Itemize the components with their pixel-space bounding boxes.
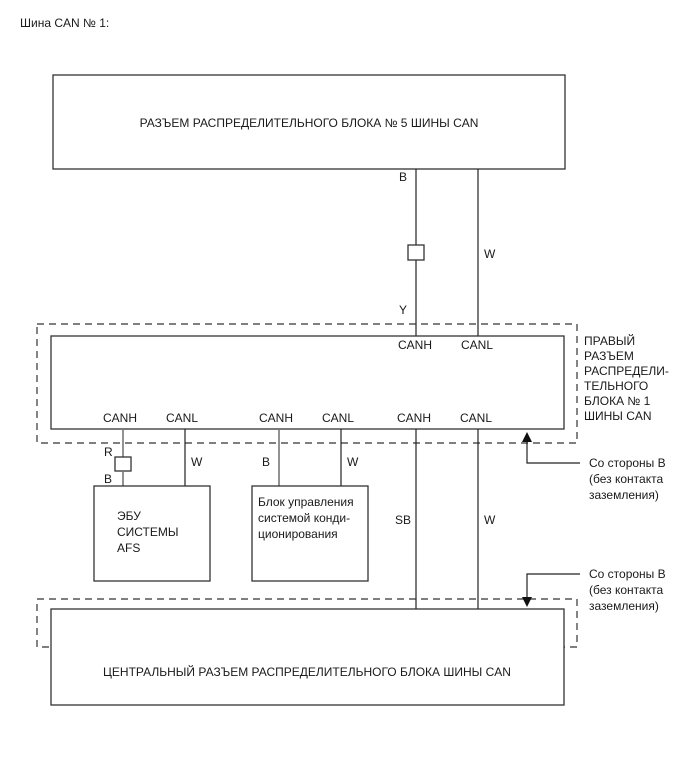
svg-text:Со стороны B: Со стороны B xyxy=(589,456,666,470)
arrow-up-icon xyxy=(522,432,580,464)
ac-control-unit xyxy=(251,485,369,582)
wire-color-label: W xyxy=(347,455,359,469)
afs-ecu xyxy=(93,485,211,582)
connector-icon xyxy=(407,244,425,261)
svg-text:заземления): заземления) xyxy=(589,488,659,502)
svg-text:СИСТЕМЫ: СИСТЕМЫ xyxy=(117,525,179,539)
svg-text:Со стороны B: Со стороны B xyxy=(589,567,666,581)
svg-text:ЭБУ: ЭБУ xyxy=(117,509,141,523)
svg-text:AFS: AFS xyxy=(117,541,140,555)
pin-label: CANL xyxy=(166,411,198,425)
svg-text:ШИНЫ CAN: ШИНЫ CAN xyxy=(584,409,652,423)
svg-text:ПРАВЫЙ: ПРАВЫЙ xyxy=(584,333,635,348)
junction-block-1-label: ПРАВЫЙ РАЗЪЕМ РАСПРЕДЕЛИ- ТЕЛЬНОГО БЛОКА… xyxy=(584,333,669,423)
connector-icon xyxy=(114,456,132,472)
wire-color-label: Y xyxy=(399,303,407,317)
wire-color-label: B xyxy=(104,472,112,486)
junction-block-5-label: РАЗЪЕМ РАСПРЕДЕЛИТЕЛЬНОГО БЛОКА № 5 ШИНЫ… xyxy=(140,116,479,130)
wire-color-label: R xyxy=(104,445,113,459)
pin-label: CANL xyxy=(322,411,354,425)
pin-label: CANH xyxy=(398,338,432,352)
svg-text:Блок управления: Блок управления xyxy=(258,495,354,509)
wire-color-label: W xyxy=(484,247,496,261)
afs-ecu-label: ЭБУ СИСТЕМЫ AFS xyxy=(117,509,179,555)
svg-text:БЛОКА № 1: БЛОКА № 1 xyxy=(584,394,651,408)
pin-label: CANL xyxy=(461,338,493,352)
svg-text:(без контакта: (без контакта xyxy=(589,583,663,597)
wire-color-label: W xyxy=(191,455,203,469)
wire-color-label: SB xyxy=(395,513,411,527)
page-title: Шина CAN № 1: xyxy=(20,16,110,30)
svg-text:РАСПРЕДЕЛИ-: РАСПРЕДЕЛИ- xyxy=(584,364,669,378)
junction-block-1-boundary xyxy=(36,323,578,444)
pin-label: CANH xyxy=(103,411,137,425)
central-junction-block xyxy=(50,608,565,706)
arrow-down-icon xyxy=(522,573,580,607)
svg-text:системой конди-: системой конди- xyxy=(258,511,350,525)
svg-text:РАЗЪЕМ: РАЗЪЕМ xyxy=(584,349,634,363)
wire-color-label: B xyxy=(262,455,270,469)
svg-text:ТЕЛЬНОГО: ТЕЛЬНОГО xyxy=(584,379,648,393)
junction-block-1 xyxy=(50,335,565,430)
pin-label: CANH xyxy=(397,411,431,425)
central-junction-label: ЦЕНТРАЛЬНЫЙ РАЗЪЕМ РАСПРЕДЕЛИТЕЛЬНОГО БЛ… xyxy=(103,664,511,679)
wire-color-label: B xyxy=(399,170,407,184)
junction-block-5 xyxy=(52,74,566,170)
pin-label: CANL xyxy=(460,411,492,425)
side-b-note-lower: Со стороны B (без контакта заземления) xyxy=(589,567,666,613)
svg-text:ционирования: ционирования xyxy=(258,527,338,541)
svg-text:(без контакта: (без контакта xyxy=(589,472,663,486)
pin-label: CANH xyxy=(259,411,293,425)
svg-text:заземления): заземления) xyxy=(589,599,659,613)
side-b-note-upper: Со стороны B (без контакта заземления) xyxy=(589,456,666,502)
ac-control-unit-label: Блок управления системой конди- циониров… xyxy=(258,495,354,541)
wire-color-label: W xyxy=(484,513,496,527)
